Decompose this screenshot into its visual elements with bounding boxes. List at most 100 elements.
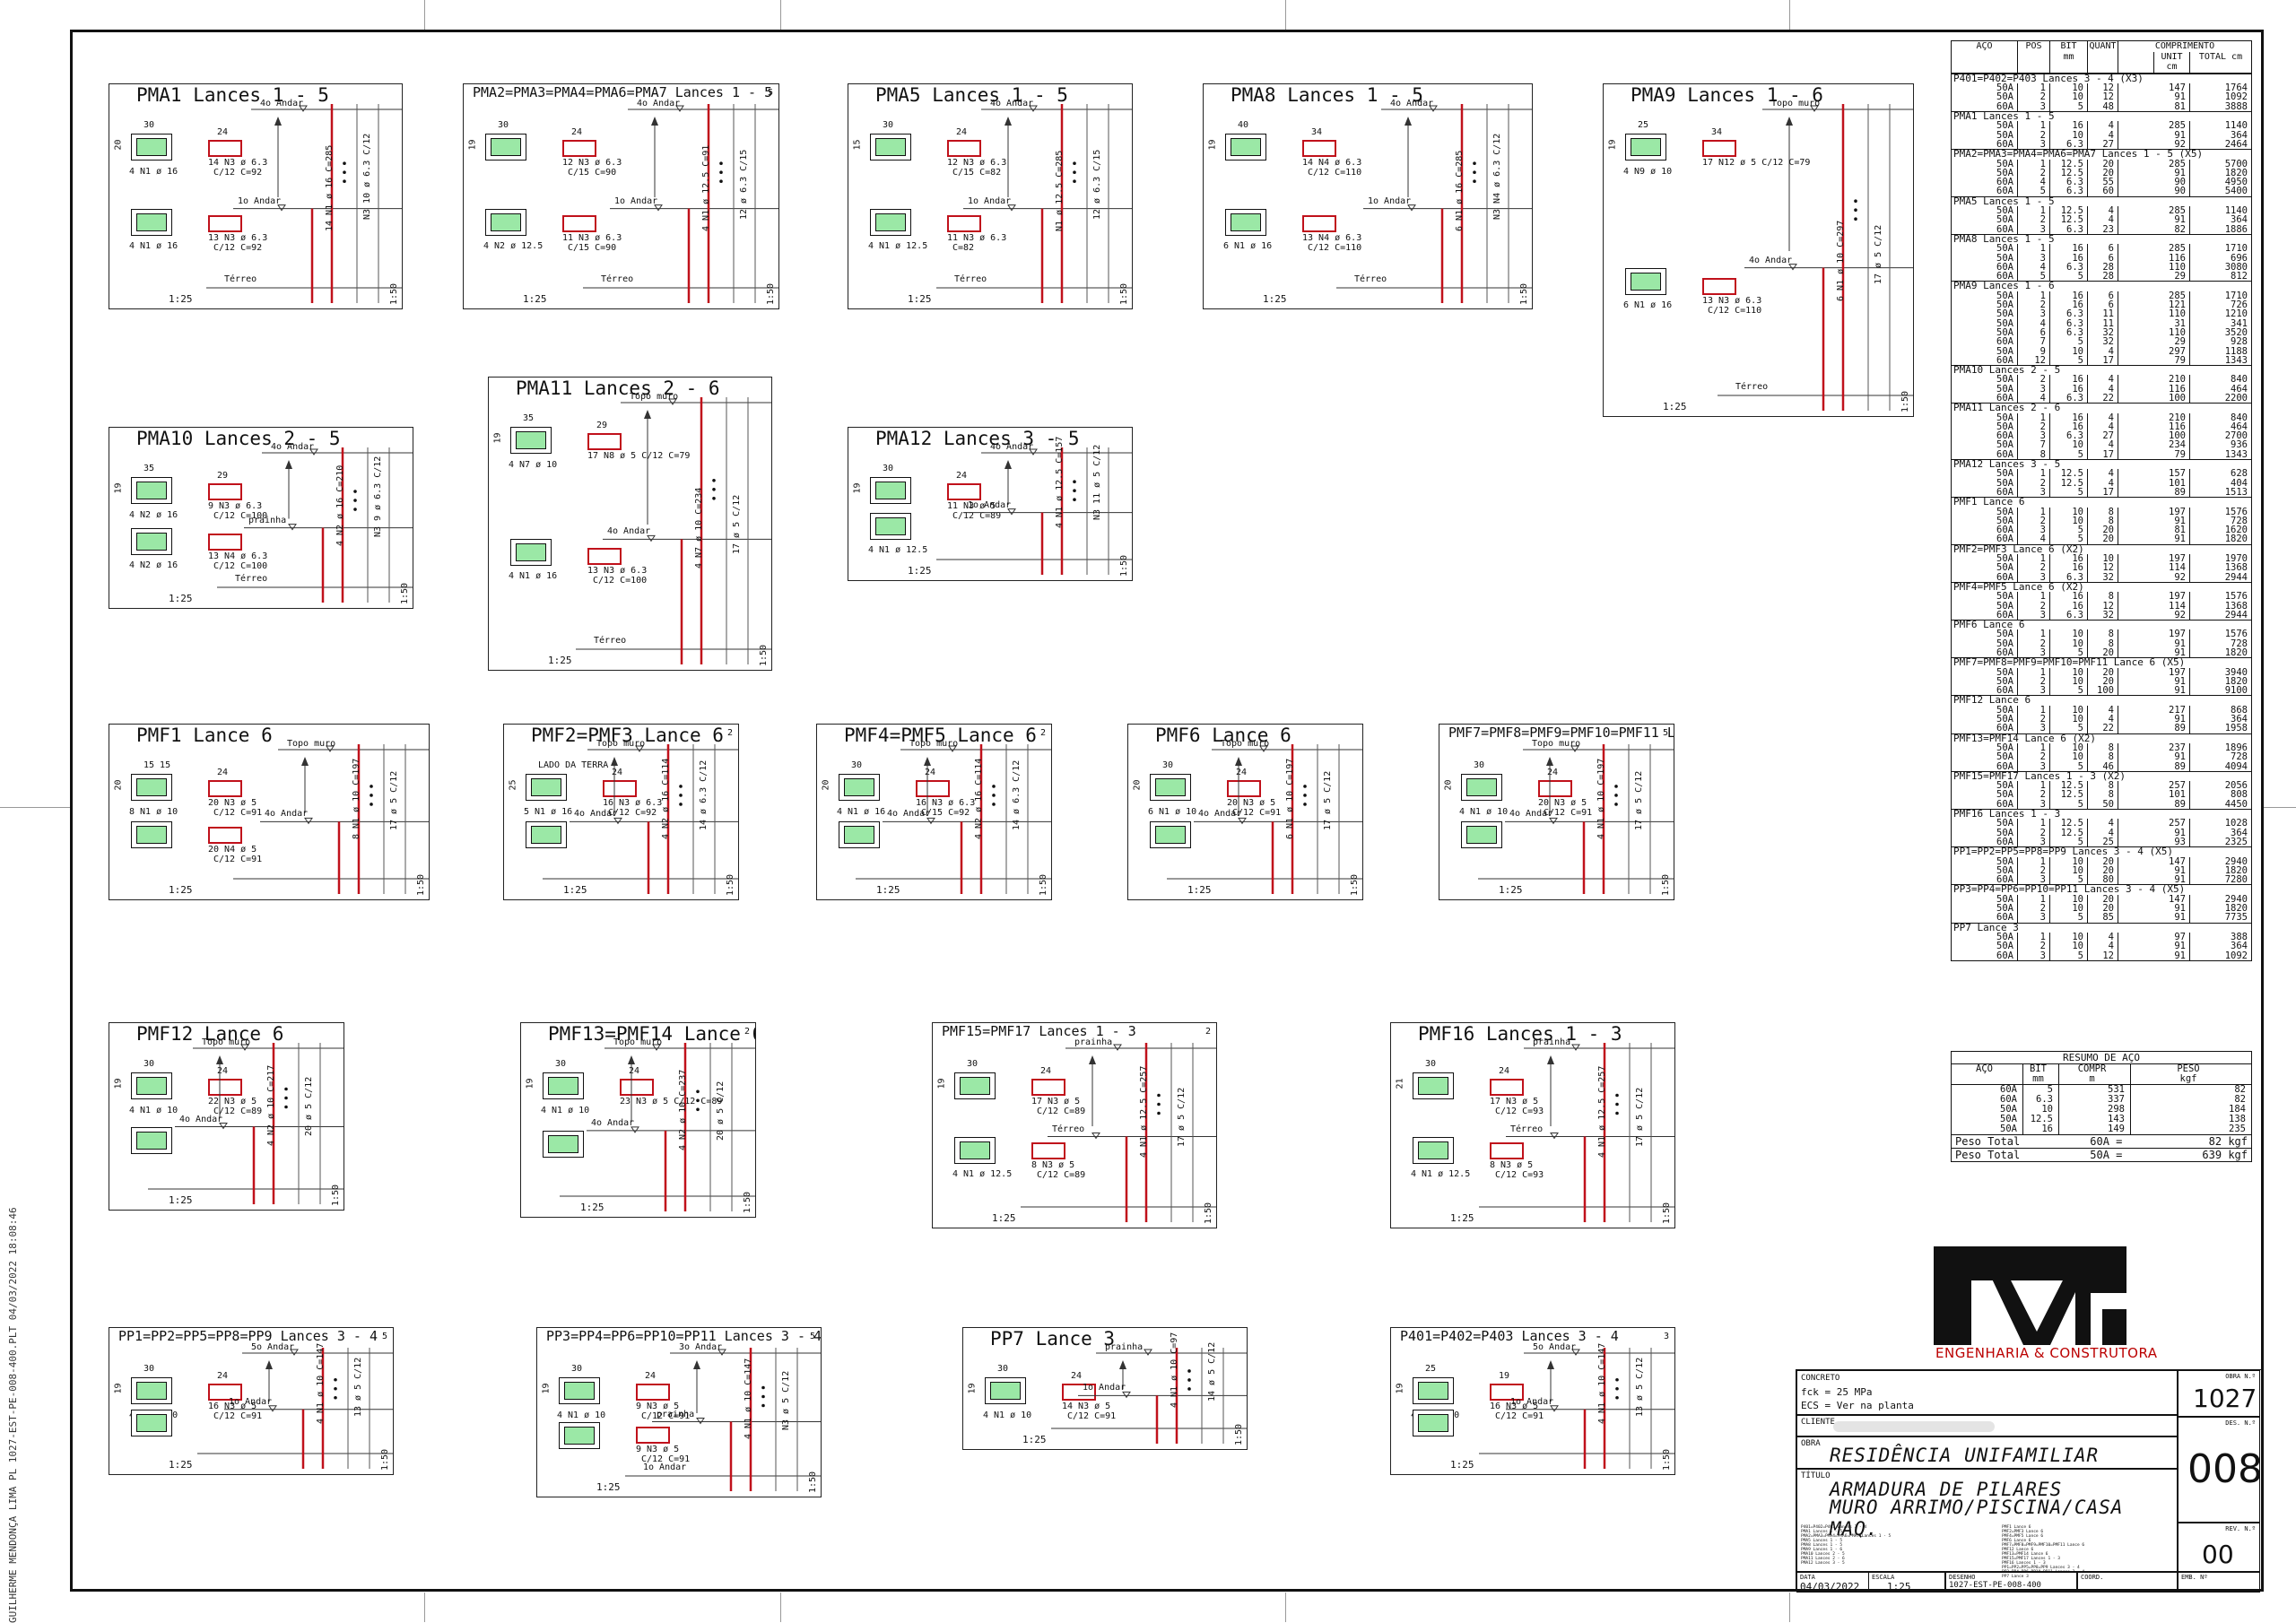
schedule-cell: 1820: [2224, 167, 2248, 178]
schedule-group-title: PMA5 Lances 1 - 5: [1952, 196, 2251, 206]
cross-section-bottom: [131, 1409, 172, 1436]
section-bars-label: 4 N1 ø 16: [129, 240, 178, 251]
schedule-cell: 808: [2231, 789, 2248, 801]
stirrup-callout: 17 ø 5 C/12: [1323, 770, 1333, 831]
schedule-cell: 91: [2118, 168, 2190, 178]
level-label-top: prainha: [1533, 1037, 1571, 1047]
schedule-cell: 60A: [1952, 761, 2018, 771]
schedule-cell: 5: [2050, 525, 2088, 535]
schedule-cell: 32: [2088, 572, 2118, 582]
rebar-callout: 6 N1 ø 10 C=197: [1285, 758, 1295, 840]
schedule-cell: 3: [2018, 913, 2050, 923]
summary-total-cell: 82 kgf: [2208, 1135, 2248, 1148]
stirrup-callout: 12 ø 6.3 C/15: [739, 149, 749, 221]
schedule-cell: 10: [2050, 705, 2088, 715]
schedule-cell: 20: [2088, 904, 2118, 913]
bar-dot: [761, 1403, 765, 1408]
schedule-cell: 2: [2018, 601, 2050, 611]
elevation-drawing: [625, 1348, 821, 1491]
schedule-cell: 50A: [1952, 819, 2018, 829]
bar-dot: [343, 161, 346, 165]
schedule-group-title: PMA12 Lances 3 - 5: [1952, 459, 2251, 469]
panel-title: PMF15=PMF17 Lances 1 - 3: [942, 1023, 1136, 1039]
bar-dot: [284, 1087, 288, 1091]
schedule-cell: 2: [2018, 752, 2050, 762]
summary-cell: 10: [2023, 1105, 2059, 1115]
level-label-top: Topo muro: [596, 739, 646, 749]
schedule-cell: 60A: [1952, 272, 2018, 282]
stirrup-label: 13 N3 ø 6.3: [587, 566, 648, 577]
bar-dot: [679, 803, 683, 806]
level-marker-icon: [718, 1349, 726, 1356]
stirrup-shape: [1302, 215, 1336, 233]
schedule-cell: 10: [2088, 554, 2118, 563]
col-bit: BIT: [2050, 41, 2088, 53]
border-tick: [1789, 1593, 1790, 1622]
schedule-cell: 46: [2088, 761, 2118, 771]
level-label-mid: 4o Andar: [887, 809, 931, 820]
coord-cell: COORD.: [2077, 1572, 2178, 1593]
schedule-cell: 3: [2018, 950, 2050, 960]
dim-arrow-icon: [693, 1360, 700, 1369]
cross-section-bottom: [870, 208, 911, 236]
elevation-drawing: [1479, 1043, 1674, 1222]
schedule-cell: 12: [2088, 563, 2118, 573]
stirrup-label: 16 N3 ø 6.3: [916, 798, 976, 808]
level-marker-icon: [1238, 817, 1247, 825]
level-marker-icon: [654, 204, 663, 212]
index-entry: PMF2=PMF3 Lance 6: [2002, 1530, 2044, 1534]
drawing-number: 008: [2187, 1446, 2263, 1492]
schedule-cell: 22: [2088, 394, 2118, 403]
schedule-group-title: PMA2=PMA3=PMA4=PMA6=PMA7 Lances 1 - 5 (X…: [1952, 149, 2251, 159]
stirrup-shape: [1227, 780, 1261, 797]
schedule-cell: 6: [2088, 300, 2118, 309]
schedule-cell: 10: [2050, 904, 2088, 913]
bar-dot: [1614, 785, 1618, 788]
bar-dot: [679, 785, 683, 788]
stirrup-shape: [947, 483, 981, 500]
level-label-top: Topo muro: [1532, 739, 1581, 749]
schedule-cell: 4: [2088, 421, 2118, 431]
schedule-cell: 60A: [1952, 799, 2018, 809]
dim-arrow-icon: [651, 117, 658, 126]
summary-title: RESUMO DE AÇO: [1952, 1052, 2251, 1064]
section-bars-label: 4 N9 ø 10: [1623, 167, 1673, 177]
panel-sheet-count: 2: [726, 728, 733, 738]
stirrup-shape: [916, 780, 950, 797]
stirrup-dim: 24: [925, 768, 936, 777]
schedule-cell: 1896: [2224, 742, 2248, 753]
schedule-cell: 92: [2118, 572, 2190, 582]
schedule-cell: 20: [2088, 159, 2118, 169]
elevation-scale: 1:50: [1204, 1202, 1213, 1224]
stirrup-spacing: C=82: [952, 243, 975, 254]
stirrup-spacing: C/12 C=91: [213, 808, 263, 818]
schedule-cell: 1710: [2224, 290, 2248, 301]
schedule-cell: 4: [2088, 478, 2118, 488]
schedule-cell: 285: [2118, 291, 2190, 300]
cross-section-top: [870, 477, 911, 504]
schedule-group-title: PMF6 Lance 6: [1952, 620, 2251, 629]
schedule-cell: 50A: [1952, 478, 2018, 488]
schedule-cell: 4: [2088, 715, 2118, 724]
schedule-cell: 2: [2018, 92, 2050, 102]
level-marker-icon: [1091, 1133, 1100, 1140]
stirrup-spacing: C/12 C=91: [641, 1411, 691, 1421]
schedule-cell: 60A: [1952, 394, 2018, 403]
level-label-top: 4o Andar: [990, 442, 1034, 452]
schedule-cell: 60: [2088, 187, 2118, 196]
schedule-cell: 297: [2118, 346, 2190, 356]
schedule-cell: 91: [2118, 516, 2190, 525]
schedule-cell: 2464: [2224, 138, 2248, 150]
bar-dot: [1473, 170, 1476, 174]
